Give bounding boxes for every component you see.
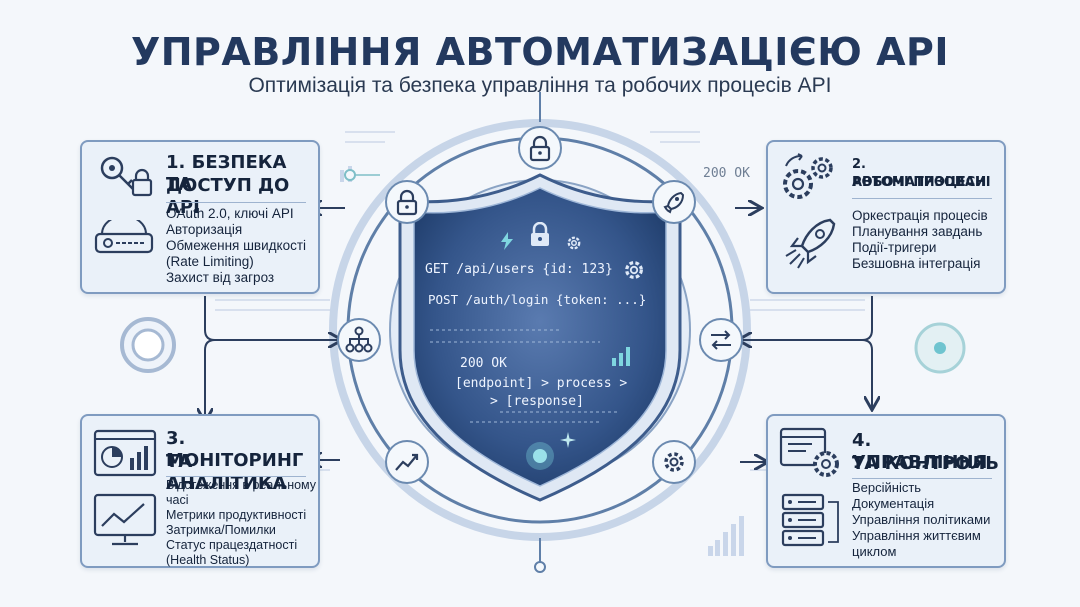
gear-icon — [664, 452, 684, 472]
lock-icon — [529, 135, 551, 162]
monitoring-item: (Health Status) — [166, 553, 250, 567]
arrow-to-management — [740, 339, 872, 408]
automation-item: Безшовна інтеграція — [852, 256, 981, 271]
management-items: Версійність Документація Управління полі… — [852, 480, 990, 560]
security-item: OAuth 2.0, ключі API — [166, 206, 294, 221]
transfer-icon — [711, 330, 731, 350]
monitor-chart-icon — [93, 493, 157, 546]
bolt-icon — [500, 232, 514, 255]
connector-security-hub — [204, 296, 340, 340]
arrow-to-monitoring — [205, 339, 340, 420]
transfer-node[interactable] — [699, 318, 743, 362]
bar-chart-icon — [610, 344, 634, 371]
gear-icon — [623, 259, 645, 286]
security-items: OAuth 2.0, ключі API Авторизація Обмежен… — [166, 206, 306, 286]
automation-item: Оркестрація процесів — [852, 208, 988, 223]
automation-item: Планування завдань — [852, 224, 983, 239]
automation-items: Оркестрація процесів Планування завдань … — [852, 208, 988, 272]
page-title: УПРАВЛІННЯ АВТОМАТИЗАЦІЄЮ API — [130, 30, 950, 74]
management-item: Управління політиками — [852, 512, 991, 527]
management-item: циклом — [852, 544, 897, 559]
shield-lock-icon — [528, 221, 552, 253]
shield-graphic — [398, 173, 682, 502]
automation-item: Події-тригери — [852, 240, 937, 255]
trend-node[interactable] — [385, 440, 429, 484]
automation-heading-line2: РОБОЧІ ПРОЦЕСИ — [852, 175, 987, 190]
security-card[interactable]: 1. БЕЗПЕКА ТА ДОСТУП ДО API OAuth 2.0, к… — [80, 140, 320, 294]
code-line-status: 200 OK — [460, 356, 507, 371]
connector-automation-hub — [740, 296, 873, 340]
management-heading-line2: ТА КОНТРОЛЬ — [852, 453, 999, 474]
api-key-icon — [94, 220, 154, 254]
lock-node[interactable] — [518, 126, 562, 170]
rocket-node[interactable] — [652, 180, 696, 224]
key-lock-icon — [100, 156, 153, 197]
rocket-icon — [663, 191, 685, 214]
code-line-get: GET /api/users {id: 123} — [425, 262, 613, 277]
monitoring-heading-line1: 3. МОНІТОРИНГ — [166, 428, 304, 471]
security-item: (Rate Limiting) — [166, 254, 254, 269]
status-label: 200 OK — [703, 166, 750, 181]
security-item: Авторизація — [166, 222, 243, 237]
lock-node-left[interactable] — [385, 180, 429, 224]
gears-icon — [783, 153, 833, 199]
decor-lines — [215, 131, 865, 471]
automation-heading-line1: 2. АВТОМАТИЗОВАНІ — [852, 157, 991, 190]
management-item: Управління життєвим — [852, 528, 981, 543]
rocket-icon — [785, 218, 836, 269]
monitoring-item: Метрики продуктивності — [166, 508, 307, 522]
hierarchy-node[interactable] — [337, 318, 381, 362]
management-card[interactable]: 4. УПРАВЛІННЯ ТА КОНТРОЛЬ Версійність До… — [766, 414, 1006, 568]
monitoring-items: Відстеження в реальному часі Метрики про… — [166, 478, 316, 568]
hierarchy-icon — [345, 326, 373, 353]
monitoring-heading-line2: ТА АНАЛІТИКА — [166, 451, 287, 494]
right-target-icon — [914, 322, 966, 374]
security-item: Захист від загроз — [166, 270, 275, 285]
monitoring-item: часі — [166, 493, 189, 507]
code-line-flow: [endpoint] > process > — [455, 376, 628, 391]
gear-icon — [565, 234, 583, 257]
management-item: Версійність — [852, 480, 922, 495]
management-item: Документація — [852, 496, 935, 511]
code-line-post: POST /auth/login {token: ...} — [428, 292, 647, 307]
monitoring-item: Затримка/Помилки — [166, 523, 276, 537]
monitoring-card[interactable]: 3. МОНІТОРИНГ ТА АНАЛІТИКА Відстеження в… — [80, 414, 320, 568]
security-heading-line1: 1. БЕЗПЕКА ТА — [166, 152, 287, 195]
page-subtitle: Оптимізація та безпека управління та роб… — [248, 74, 832, 97]
dashboard-icon — [93, 429, 157, 477]
left-target-icon — [120, 317, 176, 373]
monitoring-item: Відстеження в реальному — [166, 478, 317, 492]
trend-icon — [395, 453, 419, 471]
security-item: Обмеження швидкості — [166, 238, 307, 253]
monitoring-item: Статус працездатності — [166, 538, 298, 552]
automation-card[interactable]: 2. АВТОМАТИЗОВАНІ РОБОЧІ ПРОЦЕСИ Оркестр… — [766, 140, 1006, 294]
lock-icon — [396, 189, 418, 216]
management-heading-line1: 4. УПРАВЛІННЯ — [852, 430, 988, 473]
code-line-response: > [response] — [490, 394, 584, 409]
settings-window-icon — [779, 427, 839, 477]
server-icon — [781, 493, 839, 547]
outer-ring — [329, 119, 751, 541]
gear-node[interactable] — [652, 440, 696, 484]
sparkle-icon — [560, 432, 576, 453]
